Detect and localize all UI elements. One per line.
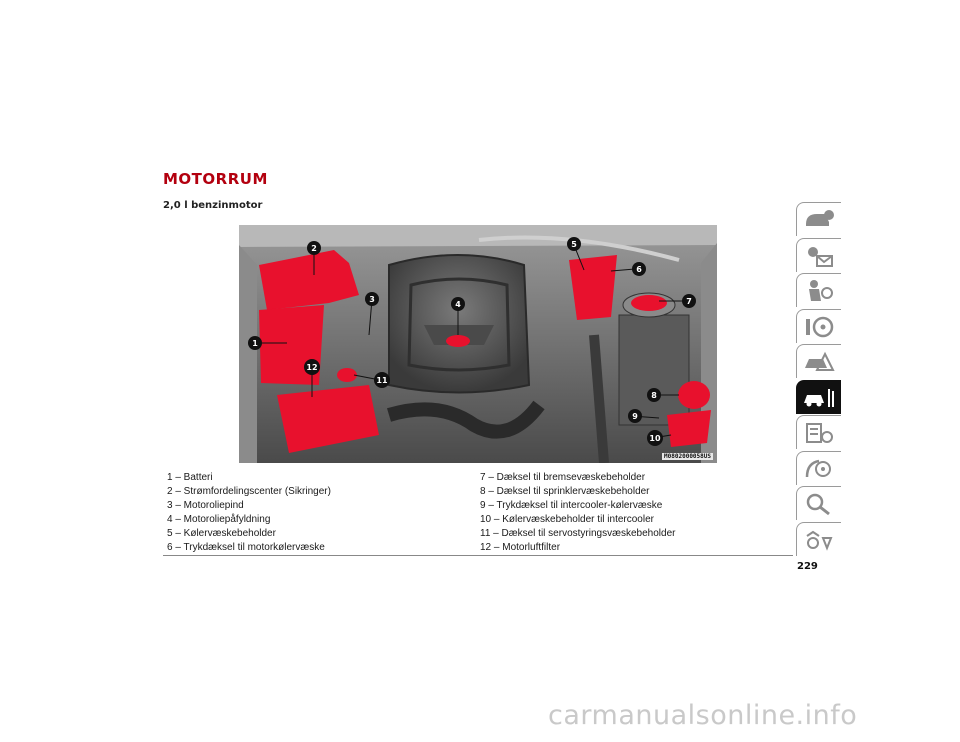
- callout-label-1: 1: [252, 339, 258, 348]
- power-distribution-center: [259, 250, 359, 310]
- lights-mail-icon: [808, 246, 833, 267]
- callout-label-6: 6: [636, 265, 642, 274]
- engine-bay-figure: 1 2 3 4 5 6 7 8 9 10 11 12 M0802000058US: [239, 225, 717, 463]
- warning-car-icon: [805, 351, 835, 371]
- legend-column-right: 7 – Dæksel til bremsevæskebeholder 8 – D…: [480, 471, 675, 555]
- callout-label-2: 2: [311, 244, 317, 253]
- callout-marker-4: [451, 297, 465, 311]
- callout-marker-3: [365, 292, 379, 306]
- callout-label-11: 11: [376, 376, 388, 385]
- dashboard-info-icon: [806, 210, 834, 226]
- coolant-reservoir: [569, 255, 617, 320]
- callout-marker-10: [647, 430, 663, 446]
- legend-item: 12 – Motorluftfilter: [480, 542, 561, 553]
- legend-item: 4 – Motoroliepåfyldning: [167, 514, 271, 525]
- callout-label-9: 9: [632, 412, 638, 421]
- figure-code: M0802000058US: [662, 453, 713, 460]
- callout-label-10: 10: [649, 434, 661, 443]
- legend-item: 2 – Strømfordelingscenter (Sikringer): [167, 486, 331, 497]
- search-icon: [806, 493, 830, 516]
- oil-filler-cap: [446, 335, 470, 347]
- legend-item: 11 – Dæksel til servostyringsvæskebehold…: [480, 528, 676, 539]
- chapter-tabs: [796, 202, 842, 557]
- callout-layer: 1 2 3 4 5 6 7 8 9 10 11 12: [248, 237, 696, 446]
- tab-language[interactable]: [796, 521, 841, 556]
- language-icon: [806, 530, 833, 551]
- legend-column-left: 1 – Batteri 2 – Strømfordelingscenter (S…: [167, 471, 331, 555]
- callout-marker-11: [374, 372, 390, 388]
- callout-marker-6: [632, 262, 646, 276]
- callout-marker-9: [628, 409, 642, 423]
- tab-media[interactable]: [796, 450, 841, 485]
- washer-fluid-cap: [678, 381, 710, 409]
- section-subtitle: 2,0 l benzinmotor: [163, 200, 263, 211]
- callout-marker-7: [682, 294, 696, 308]
- tab-dashboard-info[interactable]: [796, 202, 841, 236]
- legend-item: 5 – Kølervæskebeholder: [167, 528, 276, 539]
- steering-icon: [806, 316, 834, 337]
- legend-item: 6 – Trykdæksel til motorkølervæske: [167, 542, 325, 553]
- tab-search[interactable]: [796, 486, 841, 520]
- callout-marker-2: [307, 241, 321, 255]
- callout-label-12: 12: [306, 363, 317, 372]
- legend-item: 1 – Batteri: [167, 472, 213, 483]
- brake-fluid-cap: [631, 295, 667, 311]
- seat-person-icon: [809, 280, 833, 301]
- legend-item: 7 – Dæksel til bremsevæskebeholder: [480, 472, 646, 483]
- intercooler-coolant-reservoir: [667, 410, 711, 447]
- maintenance-list-icon: [806, 423, 833, 443]
- figure-legend: 1 – Batteri 2 – Strømfordelingscenter (S…: [163, 471, 793, 556]
- tab-maintenance-list[interactable]: [796, 415, 841, 449]
- callout-label-8: 8: [651, 391, 657, 400]
- tab-warning-car[interactable]: [796, 344, 841, 378]
- legend-item: 9 – Trykdæksel til intercooler-kølervæsk…: [480, 500, 663, 511]
- air-filter: [277, 385, 379, 453]
- callout-marker-12: [304, 359, 320, 375]
- tab-steering[interactable]: [796, 308, 841, 343]
- media-icon: [805, 459, 831, 477]
- car-service-icon: [804, 388, 834, 407]
- power-steering-cap: [337, 368, 357, 382]
- tab-car-service[interactable]: [796, 379, 841, 414]
- callout-label-7: 7: [686, 297, 692, 306]
- page-number: 229: [797, 561, 818, 572]
- page-title: MOTORRUM: [163, 170, 268, 188]
- watermark: carmanualsonline.info: [548, 700, 858, 731]
- legend-item: 8 – Dæksel til sprinklervæskebeholder: [480, 486, 650, 497]
- callout-marker-8: [647, 388, 661, 402]
- callout-label-3: 3: [369, 295, 375, 304]
- legend-item: 10 – Kølervæskebeholder til intercooler: [480, 514, 654, 525]
- callout-label-4: 4: [455, 300, 461, 309]
- tab-seat-person[interactable]: [796, 273, 841, 307]
- callout-marker-1: [248, 336, 262, 350]
- legend-item: 3 – Motoroliepind: [167, 500, 244, 511]
- callout-marker-5: [567, 237, 581, 251]
- tab-lights-mail[interactable]: [796, 237, 841, 272]
- callout-label-5: 5: [571, 240, 577, 249]
